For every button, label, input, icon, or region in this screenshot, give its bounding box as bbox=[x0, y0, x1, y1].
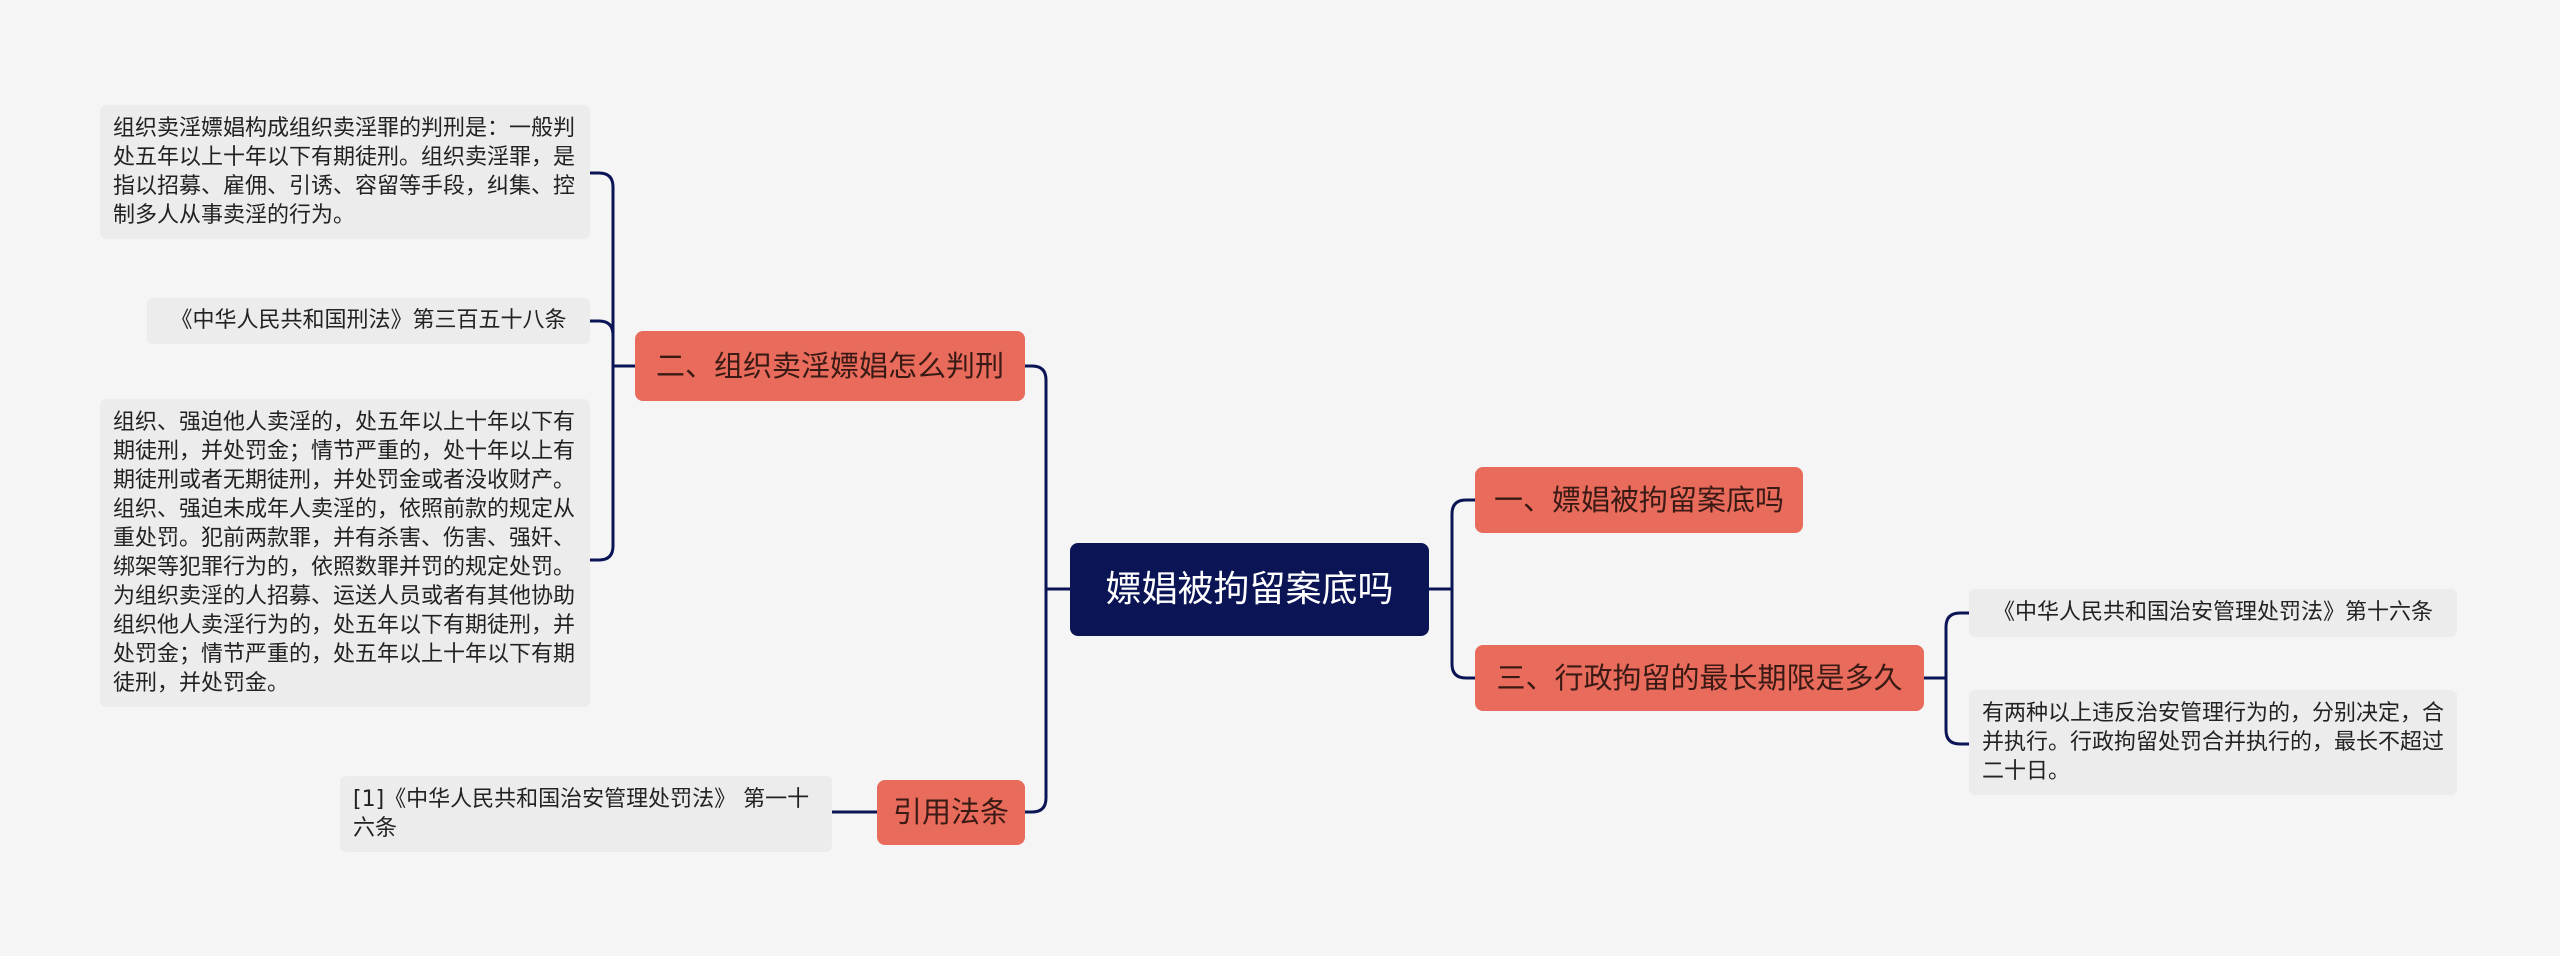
edge-root-b1 bbox=[1429, 498, 1475, 591]
edge-b2-l1 bbox=[590, 171, 635, 368]
branch-node-b4[interactable]: 引用法条 bbox=[877, 780, 1025, 845]
leaf-node-l6[interactable]: 有两种以上违反治安管理行为的，分别决定，合并执行。行政拘留处罚合并执行的，最长不… bbox=[1969, 690, 2457, 795]
edge-b3-l6 bbox=[1944, 678, 1969, 746]
branch-node-b1[interactable]: 一、嫖娼被拘留案底吗 bbox=[1475, 467, 1803, 533]
edge-root-b4 bbox=[1025, 589, 1048, 814]
edge-b2-l3 bbox=[590, 366, 615, 562]
edge-b2-l2 bbox=[590, 319, 615, 366]
leaf-node-l2[interactable]: 《中华人民共和国刑法》第三百五十八条 bbox=[147, 298, 590, 344]
edge-root-b2 bbox=[1025, 364, 1070, 591]
root-node[interactable]: 嫖娼被拘留案底吗 bbox=[1070, 543, 1429, 636]
branch-node-b2[interactable]: 二、组织卖淫嫖娼怎么判刑 bbox=[635, 331, 1025, 401]
edge-b3-l5 bbox=[1924, 611, 1969, 680]
leaf-node-l1[interactable]: 组织卖淫嫖娼构成组织卖淫罪的判刑是：一般判处五年以上十年以下有期徒刑。组织卖淫罪… bbox=[100, 105, 590, 239]
edge-root-b3 bbox=[1450, 589, 1475, 680]
branch-node-b3[interactable]: 三、行政拘留的最长期限是多久 bbox=[1475, 645, 1924, 711]
leaf-node-l5[interactable]: 《中华人民共和国治安管理处罚法》第十六条 bbox=[1969, 589, 2457, 637]
leaf-node-l4[interactable]: [1]《中华人民共和国治安管理处罚法》 第一十六条 bbox=[340, 776, 832, 852]
leaf-node-l3[interactable]: 组织、强迫他人卖淫的，处五年以上十年以下有期徒刑，并处罚金；情节严重的，处十年以… bbox=[100, 399, 590, 707]
